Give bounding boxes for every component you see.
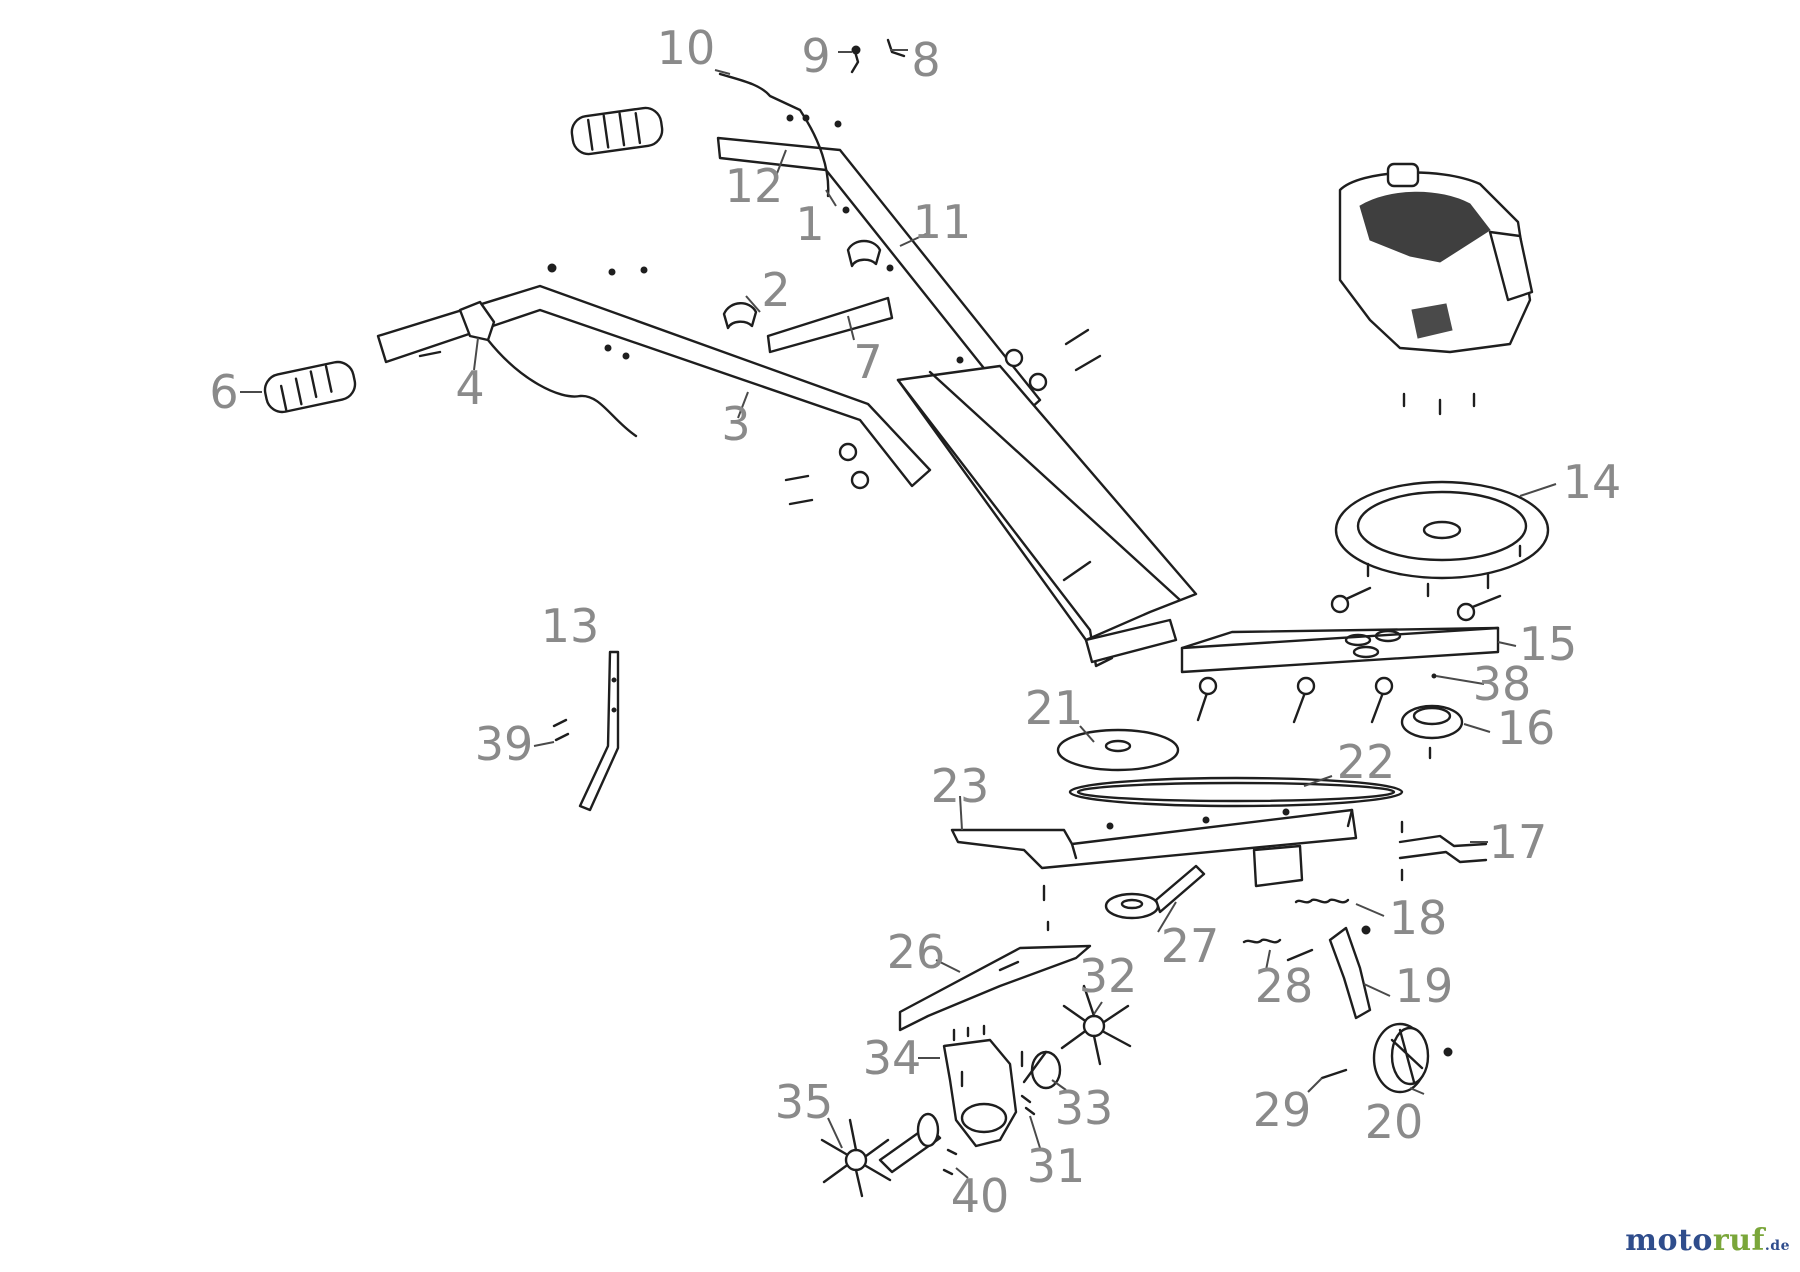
depth-rod: [552, 650, 620, 812]
callout-8: 8: [911, 33, 940, 87]
engine-pulley: [1400, 704, 1464, 760]
callout-18: 18: [1389, 891, 1448, 945]
tine-left: [820, 1112, 942, 1198]
callout-9: 9: [801, 29, 830, 83]
callout-10b: 10: [657, 21, 716, 75]
callout-28: 28: [1255, 959, 1314, 1013]
callout-20: 20: [1365, 1095, 1424, 1149]
callout-34: 34: [863, 1031, 922, 1085]
callout-27: 27: [1161, 919, 1220, 973]
callout-32: 32: [1079, 949, 1138, 1003]
callout-labels: 1 2 3 4 6 7 8 9 10 11 12 13 14 15 16 17 …: [209, 21, 1621, 1223]
callout-7: 7: [853, 335, 882, 389]
leader-lines: [240, 49, 1557, 1179]
callout-21: 21: [1025, 681, 1084, 735]
chassis-frame: [950, 808, 1358, 888]
callout-23: 23: [931, 759, 990, 813]
callout-19: 19: [1395, 959, 1454, 1013]
base-plate: [1180, 626, 1500, 679]
wheel-brackets: [1398, 820, 1488, 882]
callout-2: 2: [761, 263, 790, 317]
shaft-sleeve: [1022, 1050, 1062, 1090]
wheel-arm: [1286, 925, 1372, 1020]
engine: [1338, 162, 1534, 416]
callout-16: 16: [1497, 701, 1556, 755]
clutch-cable: [718, 72, 830, 198]
drive-belt: [1068, 776, 1404, 808]
callout-26: 26: [887, 925, 946, 979]
brand-name-part2: ruf: [1712, 1223, 1765, 1258]
clip-right: [846, 239, 882, 268]
callout-29: 29: [1253, 1083, 1312, 1137]
small-clip-parts: [850, 38, 906, 74]
gearbox-housing: [942, 1024, 1024, 1148]
grip-right: [570, 106, 664, 156]
callout-3: 3: [721, 397, 750, 451]
transport-wheel: [1320, 1022, 1453, 1094]
brand-logo: motoruf.de: [1625, 1223, 1790, 1258]
idler-pulley: [1104, 864, 1206, 920]
brand-suffix: .de: [1764, 1238, 1790, 1254]
lower-handle-bar: [376, 263, 932, 488]
callout-39: 39: [475, 717, 534, 771]
callout-11: 11: [913, 195, 972, 249]
small-pins: [942, 1094, 1036, 1176]
callout-6: 6: [209, 365, 238, 419]
throttle-lever: [418, 300, 638, 438]
handle-screws: [608, 114, 1102, 582]
drive-pulley: [1056, 728, 1180, 772]
callout-17: 17: [1489, 815, 1548, 869]
brand-name-part1: moto: [1625, 1223, 1713, 1258]
grip-left: [263, 360, 357, 414]
clip-left: [722, 302, 758, 330]
callout-38: 38: [1473, 657, 1532, 711]
plate-bolts: [1196, 676, 1394, 724]
main-tube: [896, 364, 1198, 668]
callout-35: 35: [775, 1075, 834, 1129]
callout-40: 40: [951, 1169, 1010, 1223]
callout-13: 13: [541, 599, 600, 653]
callout-4: 4: [455, 361, 484, 415]
callout-12: 12: [725, 159, 784, 213]
engine-mount-pan: [1330, 480, 1550, 622]
tine-right: [1060, 984, 1132, 1066]
callout-1: 1: [795, 197, 824, 251]
callout-14: 14: [1563, 455, 1622, 509]
callout-31: 31: [1027, 1139, 1086, 1193]
callout-15: 15: [1519, 617, 1578, 671]
callout-22: 22: [1337, 735, 1396, 789]
bracket-plate: [766, 296, 894, 354]
tension-spring: [1242, 898, 1350, 944]
callout-33: 33: [1055, 1081, 1114, 1135]
tine-cover: [898, 884, 1092, 1032]
